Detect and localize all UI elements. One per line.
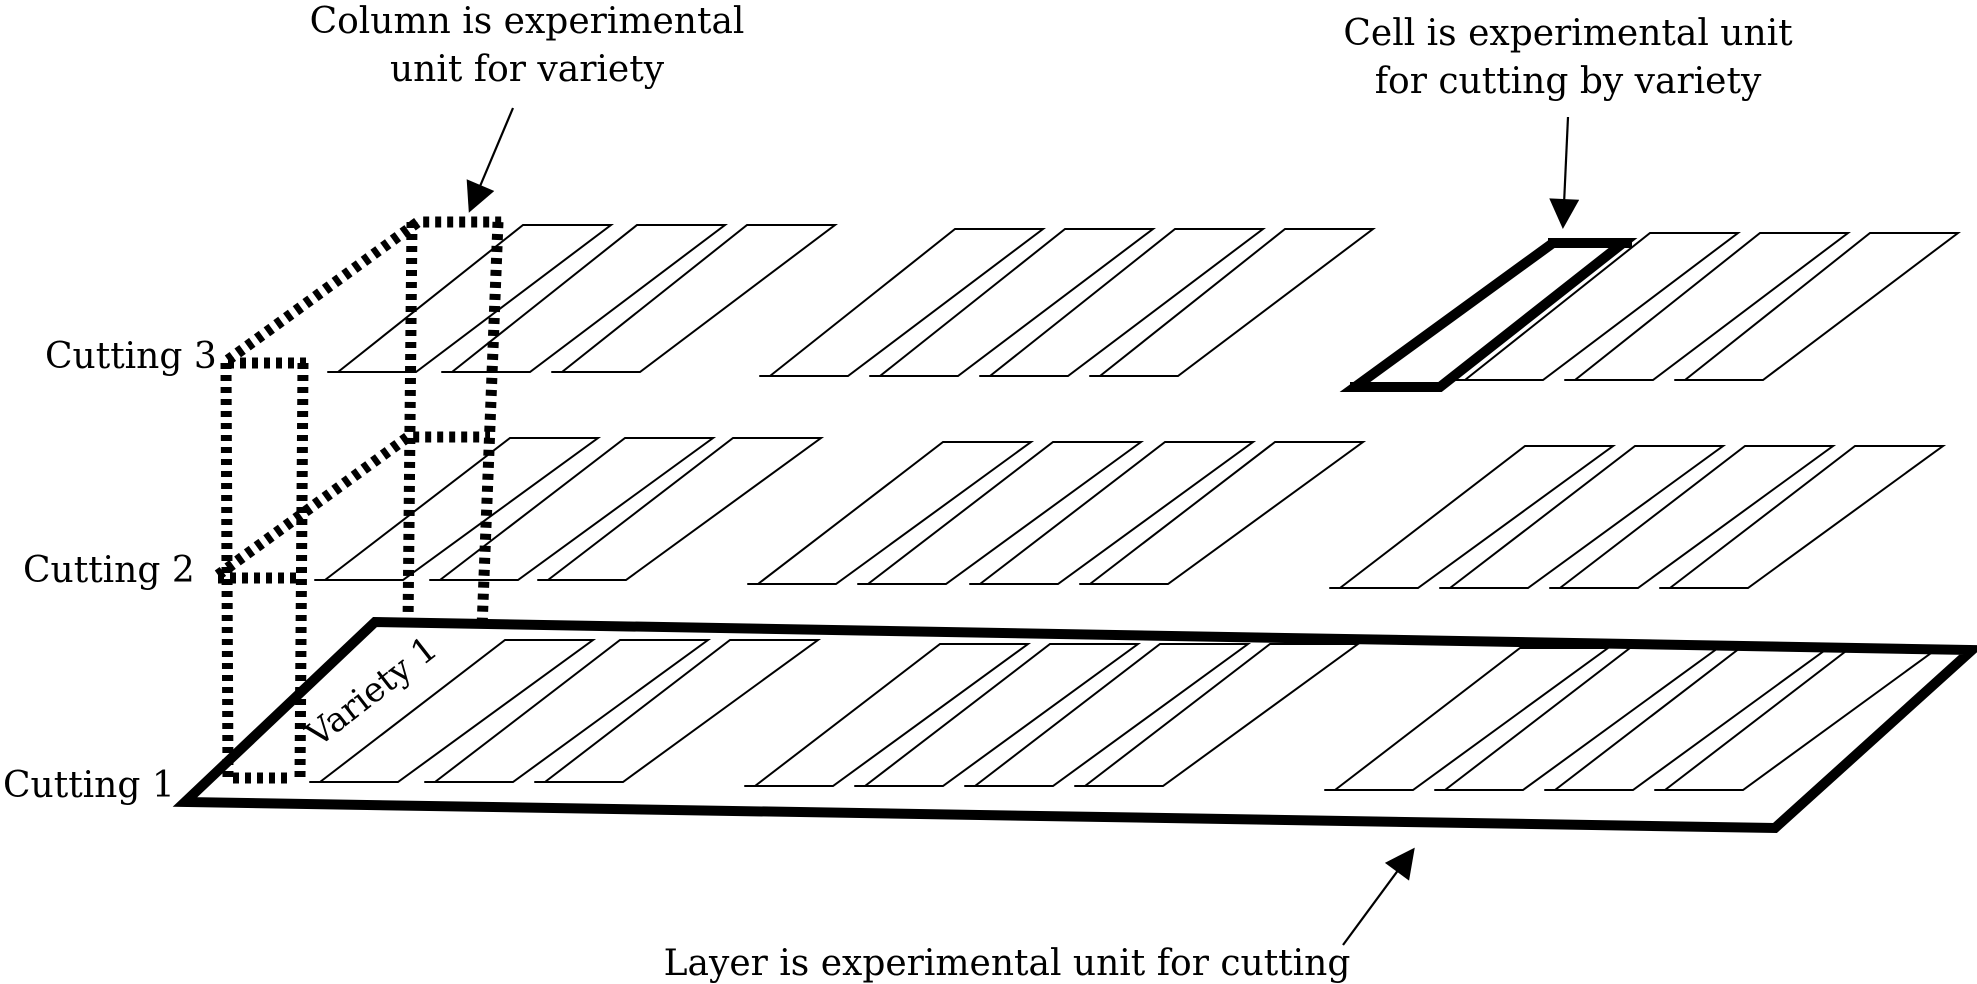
cell-arrow bbox=[1549, 116, 1580, 229]
plot-strip-cutting-3-group-1-strip-3 bbox=[551, 224, 838, 373]
cell-annotation-line2: for cutting by variety bbox=[1375, 61, 1762, 102]
plot-strip-cutting-1-group-3-strip-2 bbox=[1434, 647, 1722, 791]
column-annotation-line2: unit for variety bbox=[390, 49, 665, 90]
plot-strip-cutting-3-group-3-strip-2 bbox=[1454, 232, 1741, 381]
plot-strip-cutting-1-group-3-strip-1 bbox=[1324, 647, 1612, 791]
plot-strip-cutting-2-group-2-strip-1 bbox=[747, 441, 1035, 585]
cell-annotation-line1: Cell is experimental unit bbox=[1343, 13, 1793, 54]
plot-strip-cutting-2-group-1-strip-1 bbox=[314, 437, 602, 581]
plot-strip-cutting-1-group-1-strip-2 bbox=[424, 639, 712, 783]
plot-strip-cutting-2-group-1-strip-2 bbox=[429, 437, 717, 581]
plot-strip-cutting-1-group-1-strip-1 bbox=[309, 639, 597, 783]
plot-strip-cutting-2-group-3-strip-4 bbox=[1659, 445, 1947, 589]
plot-strip-cutting-1-group-3-strip-3 bbox=[1544, 647, 1832, 791]
plot-strip-cutting-3-group-1-strip-2 bbox=[441, 224, 728, 373]
plot-strip-cutting-1-group-2-strip-3 bbox=[964, 643, 1252, 787]
plot-strip-cutting-2-group-2-strip-4 bbox=[1079, 441, 1367, 585]
cell-outline bbox=[1339, 238, 1638, 392]
layer-label-cutting-2: Cutting 2 bbox=[23, 550, 195, 591]
plot-strip-cutting-3-group-1-strip-1 bbox=[327, 224, 614, 373]
plot-strip-cutting-2-group-3-strip-1 bbox=[1329, 445, 1617, 589]
column-arrow bbox=[466, 107, 515, 213]
variety-label: Variety 1 bbox=[298, 629, 445, 756]
plot-strip-cutting-2-group-1-strip-3 bbox=[537, 437, 825, 581]
layer-label-cutting-3: Cutting 3 bbox=[45, 336, 217, 377]
layer-annotation: Layer is experimental unit for cutting bbox=[664, 943, 1351, 984]
plot-strip-cutting-1-group-1-strip-3 bbox=[534, 639, 822, 783]
layer-arrow bbox=[1342, 847, 1415, 946]
plot-strip-cutting-2-group-2-strip-3 bbox=[969, 441, 1257, 585]
plot-strip-cutting-3-group-3-strip-3 bbox=[1564, 232, 1851, 381]
plot-strip-cutting-2-group-2-strip-2 bbox=[857, 441, 1145, 585]
plot-strips bbox=[309, 224, 1961, 791]
plot-strip-cutting-1-group-2-strip-4 bbox=[1074, 643, 1362, 787]
plot-strip-cutting-2-group-3-strip-3 bbox=[1549, 445, 1837, 589]
plot-strip-cutting-1-group-2-strip-1 bbox=[744, 643, 1032, 787]
plot-strip-cutting-3-group-2-strip-4 bbox=[1089, 228, 1376, 377]
layer-label-cutting-1: Cutting 1 bbox=[3, 765, 175, 806]
plot-strip-cutting-3-group-2-strip-3 bbox=[979, 228, 1266, 377]
plot-strip-cutting-3-group-2-strip-2 bbox=[869, 228, 1156, 377]
plot-strip-cutting-3-group-3-strip-4 bbox=[1674, 232, 1961, 381]
column-outline bbox=[214, 216, 505, 784]
layer-outline bbox=[172, 616, 1977, 834]
plot-strip-cutting-1-group-2-strip-2 bbox=[854, 643, 1142, 787]
column-annotation-line1: Column is experimental bbox=[310, 1, 745, 42]
plot-strip-cutting-2-group-3-strip-2 bbox=[1439, 445, 1727, 589]
plot-strip-cutting-3-group-2-strip-1 bbox=[759, 228, 1046, 377]
